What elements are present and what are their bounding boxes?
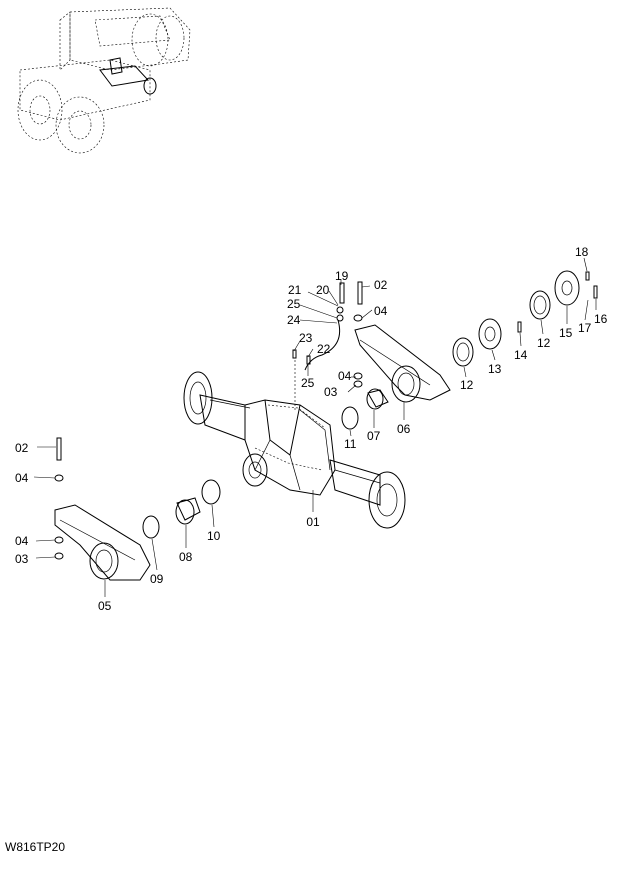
axle-housing bbox=[183, 371, 406, 529]
label-08: 08 bbox=[179, 550, 193, 564]
washer-plate-12a bbox=[452, 337, 474, 367]
label-05: 05 bbox=[98, 599, 112, 613]
right-support-bracket bbox=[354, 324, 451, 403]
left-support-bracket bbox=[54, 504, 151, 581]
label-14: 14 bbox=[514, 348, 528, 362]
ring-10 bbox=[201, 479, 221, 505]
label-23: 23 bbox=[299, 331, 313, 345]
tractor-locator-thumbnail bbox=[17, 7, 191, 154]
ring-09 bbox=[142, 515, 160, 539]
label-01: 01 bbox=[306, 515, 320, 529]
label-18: 18 bbox=[575, 245, 589, 259]
label-04-top: 04 bbox=[374, 304, 388, 318]
washer-plate-12b bbox=[529, 290, 551, 320]
label-25-top: 25 bbox=[287, 297, 301, 311]
part-number-labels: 01 02 19 21 20 25 04 24 23 22 25 04 03 1… bbox=[15, 245, 608, 613]
label-11: 11 bbox=[344, 437, 357, 451]
label-15: 15 bbox=[559, 326, 573, 340]
label-12-b: 12 bbox=[537, 336, 551, 350]
label-07: 07 bbox=[367, 429, 381, 443]
label-10: 10 bbox=[207, 529, 221, 543]
label-02-left: 02 bbox=[15, 441, 29, 455]
label-02-top: 02 bbox=[374, 278, 388, 292]
fasteners bbox=[54, 271, 598, 560]
label-03-mid: 03 bbox=[324, 385, 338, 399]
label-06: 06 bbox=[397, 422, 411, 436]
cover-plate-15 bbox=[554, 270, 580, 306]
label-21: 21 bbox=[288, 283, 302, 297]
label-12-a: 12 bbox=[460, 378, 474, 392]
label-20: 20 bbox=[316, 283, 330, 297]
label-25-mid: 25 bbox=[301, 376, 315, 390]
label-04-left-top: 04 bbox=[15, 471, 29, 485]
label-19: 19 bbox=[335, 269, 349, 283]
label-04-left-bottom: 04 bbox=[15, 534, 29, 548]
label-16: 16 bbox=[594, 312, 608, 326]
label-24: 24 bbox=[287, 313, 301, 327]
reference-code: W816TP20 bbox=[5, 840, 65, 854]
label-03-left: 03 bbox=[15, 552, 29, 566]
bushing-07 bbox=[366, 388, 389, 410]
ring-11 bbox=[341, 406, 359, 430]
label-04-mid: 04 bbox=[338, 369, 352, 383]
bolt-plate-13 bbox=[478, 318, 502, 350]
leader-lines bbox=[33, 257, 597, 597]
label-09: 09 bbox=[150, 572, 164, 586]
label-17: 17 bbox=[578, 321, 592, 335]
label-13: 13 bbox=[488, 362, 502, 376]
label-22: 22 bbox=[317, 342, 331, 356]
bushing-08 bbox=[175, 497, 201, 525]
